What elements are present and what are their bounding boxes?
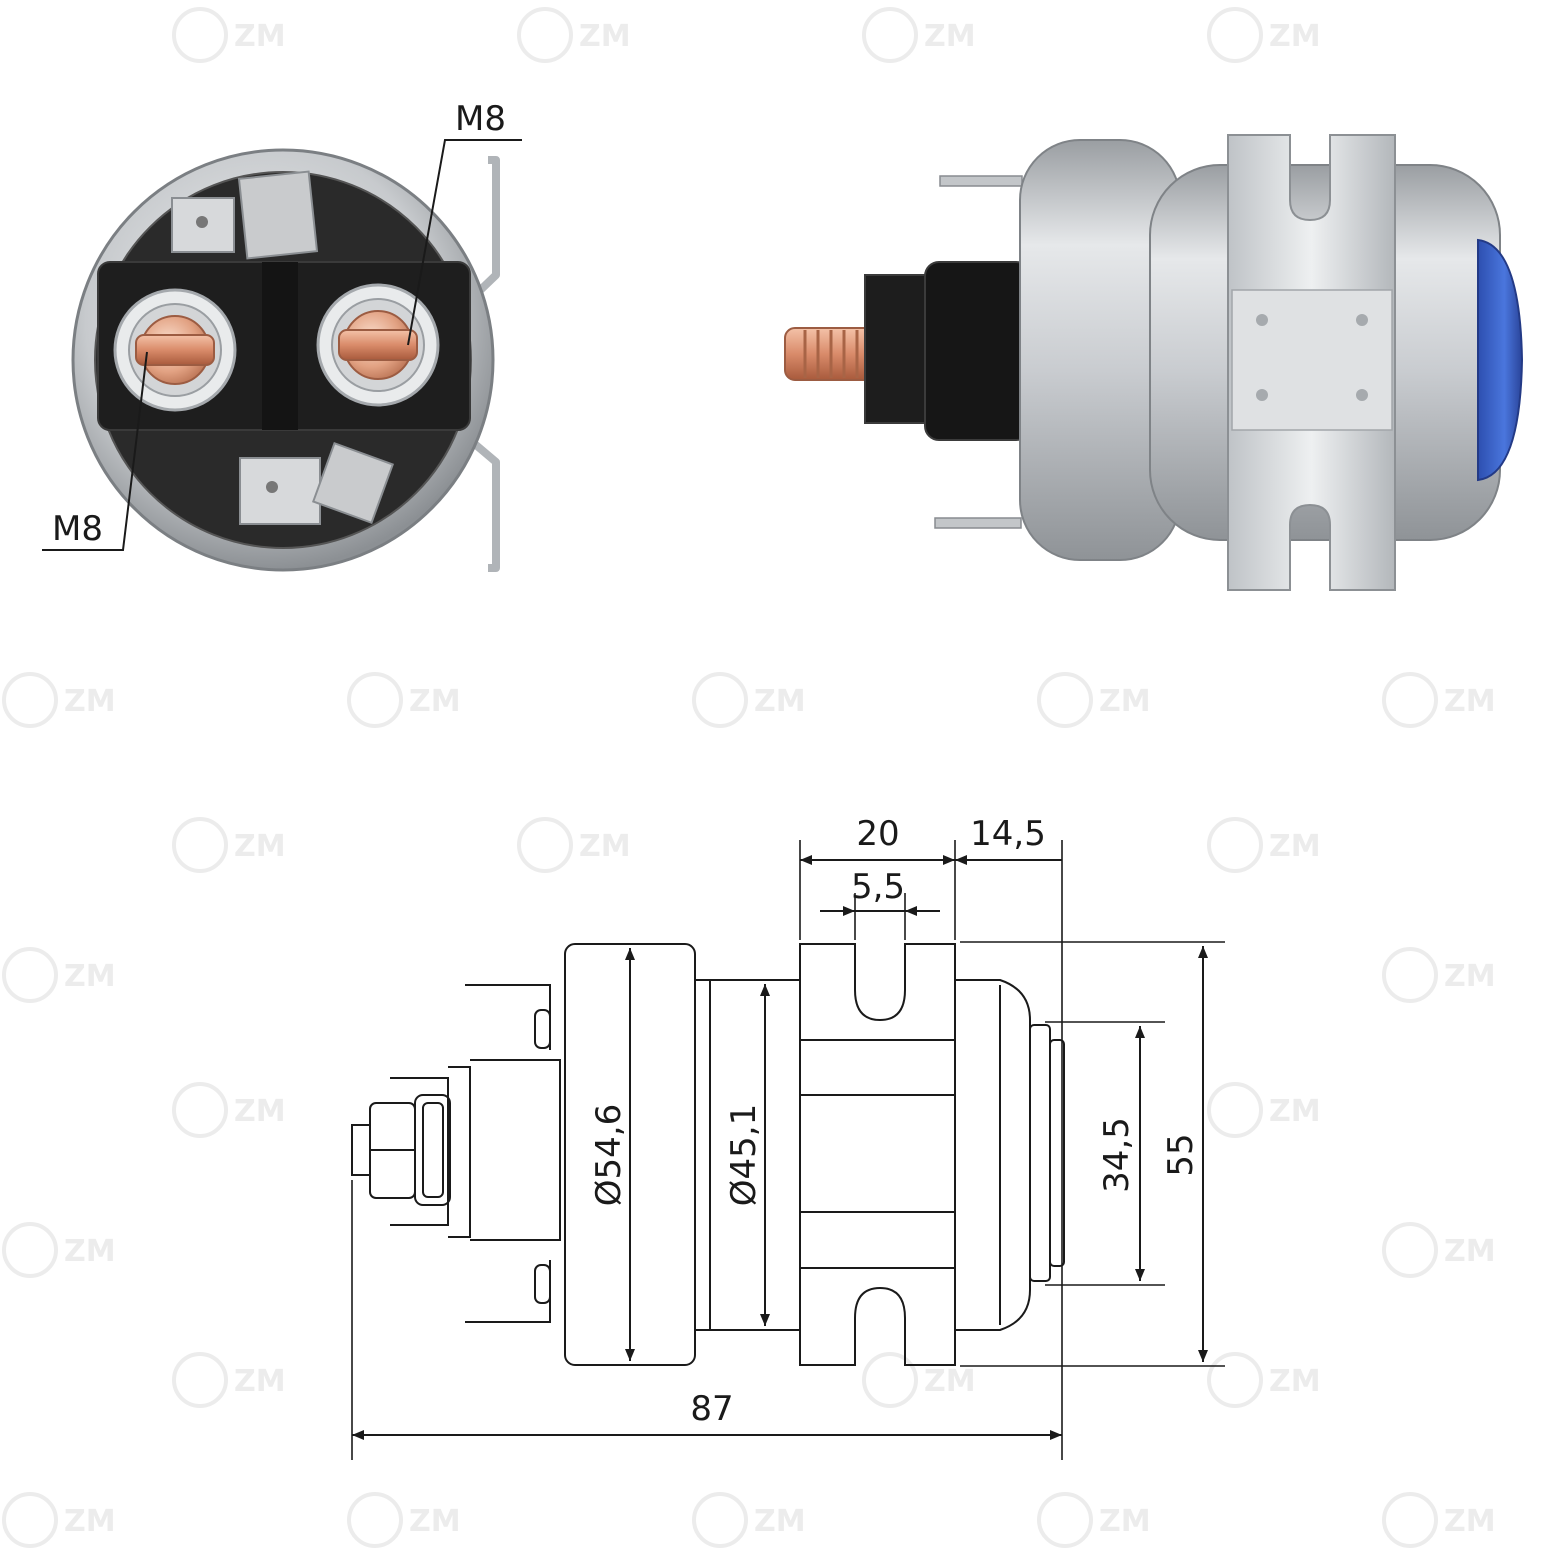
- svg-text:ZM: ZM: [409, 1504, 461, 1539]
- watermark-logo: ZM: [862, 1352, 976, 1408]
- watermark-logo: ZM: [517, 817, 631, 873]
- svg-text:ZM: ZM: [1099, 1504, 1151, 1539]
- watermark-logo: ZM: [172, 1352, 286, 1408]
- dimension-lines: [352, 855, 1208, 1440]
- spade-terminal-top: [171, 170, 319, 260]
- watermark-logo: ZM: [2, 1222, 116, 1278]
- watermark-logo: ZM: [692, 672, 806, 728]
- dim-body-diameter: Ø45,1: [724, 1104, 764, 1206]
- svg-text:ZM: ZM: [1444, 959, 1496, 994]
- svg-text:ZM: ZM: [1444, 1234, 1496, 1269]
- svg-text:ZM: ZM: [64, 959, 116, 994]
- drawing-stud-nut: [351, 1059, 561, 1241]
- spade-tab-top: [939, 175, 1023, 187]
- dim-overall-length: 87: [690, 1389, 733, 1429]
- stud-left: [113, 288, 237, 412]
- stud-right: [316, 283, 440, 407]
- drawing-rear-body: [955, 979, 1031, 1331]
- svg-text:ZM: ZM: [579, 829, 631, 864]
- watermark-logo: ZM: [347, 1492, 461, 1548]
- callout-top-label: M8: [455, 99, 506, 139]
- mounting-bracket: [1227, 134, 1396, 591]
- dimension-labels: 20 14,5 5,5 87 Ø54,6 Ø45,1 34,5 55: [589, 814, 1201, 1429]
- svg-text:ZM: ZM: [64, 1234, 116, 1269]
- side-view-photo: [784, 134, 1524, 591]
- svg-text:ZM: ZM: [64, 1504, 116, 1539]
- svg-text:ZM: ZM: [64, 684, 116, 719]
- watermark-logo: ZM: [347, 672, 461, 728]
- svg-text:ZM: ZM: [234, 1364, 286, 1399]
- watermark-logo: ZM: [862, 7, 976, 63]
- watermark-logo: ZM: [1207, 7, 1321, 63]
- svg-text:ZM: ZM: [234, 19, 286, 54]
- watermark-logo: ZM: [1382, 672, 1496, 728]
- svg-text:ZM: ZM: [579, 19, 631, 54]
- svg-text:ZM: ZM: [234, 829, 286, 864]
- watermark-logo: ZM: [517, 7, 631, 63]
- dim-overall-height: 55: [1161, 1133, 1201, 1176]
- callout-bottom-m8: M8: [42, 351, 148, 551]
- watermark-logo: ZM: [1207, 1082, 1321, 1138]
- dim-cap-height: 34,5: [1097, 1117, 1137, 1193]
- svg-text:ZM: ZM: [754, 684, 806, 719]
- watermark-logo: ZM: [1037, 1492, 1151, 1548]
- svg-text:ZM: ZM: [1444, 1504, 1496, 1539]
- svg-text:ZM: ZM: [1269, 1094, 1321, 1129]
- watermark-logo: ZM: [1207, 1352, 1321, 1408]
- terminal-divider: [262, 262, 298, 430]
- bracket-arm-top: [467, 156, 500, 303]
- technical-drawing: [351, 840, 1225, 1460]
- spade-terminal-bottom: [239, 441, 395, 525]
- svg-text:ZM: ZM: [1099, 684, 1151, 719]
- watermark-logo: ZM: [172, 817, 286, 873]
- drawing-end-cap: [1029, 1024, 1051, 1282]
- front-view-photo: M8 M8: [42, 99, 522, 572]
- black-terminal-cap: [864, 274, 931, 424]
- drawing-spade-tabs: [465, 984, 551, 1323]
- watermark-logo: ZM: [172, 7, 286, 63]
- watermark-logo: ZM: [692, 1492, 806, 1548]
- black-insulator: [924, 261, 1031, 441]
- extension-lines: [351, 840, 1225, 1460]
- dim-bracket-width: 20: [856, 814, 899, 854]
- svg-text:ZM: ZM: [924, 1364, 976, 1399]
- svg-text:ZM: ZM: [409, 684, 461, 719]
- dim-rear-length: 14,5: [970, 814, 1046, 854]
- svg-text:ZM: ZM: [234, 1094, 286, 1129]
- drawing-bracket: [799, 943, 956, 1366]
- svg-text:ZM: ZM: [924, 19, 976, 54]
- watermark-logo: ZM: [1382, 1222, 1496, 1278]
- drawing-flange: [564, 943, 696, 1366]
- callout-bottom-label: M8: [52, 509, 103, 549]
- watermark-logo: ZM: [2, 947, 116, 1003]
- dim-slot-width: 5,5: [851, 867, 905, 907]
- drawing-neck: [695, 979, 711, 1331]
- dim-outer-diameter: Ø54,6: [589, 1104, 629, 1206]
- svg-text:ZM: ZM: [1269, 1364, 1321, 1399]
- watermark-logo: ZM: [1037, 672, 1151, 728]
- watermark-logo: ZM: [2, 672, 116, 728]
- blue-end-cap: [1477, 238, 1524, 482]
- svg-text:ZM: ZM: [1269, 19, 1321, 54]
- watermark-logo: ZM: [172, 1082, 286, 1138]
- watermark-logo: ZM: [1382, 1492, 1496, 1548]
- callout-top-m8: M8: [407, 99, 522, 346]
- svg-text:ZM: ZM: [1269, 829, 1321, 864]
- watermark-logo: ZM: [1382, 947, 1496, 1003]
- svg-text:ZM: ZM: [1444, 684, 1496, 719]
- svg-text:ZM: ZM: [754, 1504, 806, 1539]
- watermark-logo: ZM: [1207, 817, 1321, 873]
- watermark-layer: ZM ZM ZM ZM ZM ZM ZM ZM ZM ZM ZM ZM ZM Z…: [2, 7, 1496, 1548]
- bracket-arm-bottom: [467, 436, 500, 572]
- spade-tab-bottom: [934, 517, 1022, 529]
- watermark-logo: ZM: [2, 1492, 116, 1548]
